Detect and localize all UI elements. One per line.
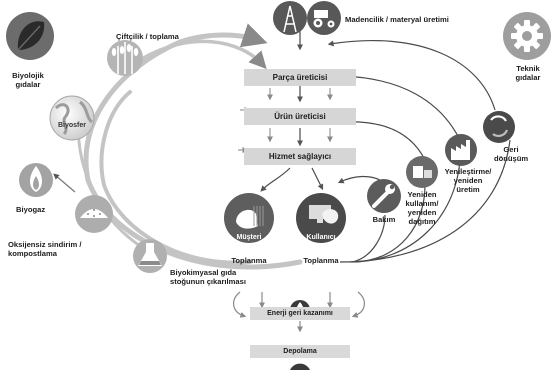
boxes-icon — [406, 156, 438, 188]
biochemical-label: Biyokimyasal gıda stoğunun çıkarılması — [170, 268, 246, 286]
compost-icon — [75, 195, 113, 233]
flame-icon — [19, 163, 53, 197]
product-manufacturer-box: Ürün üreticisi — [244, 108, 356, 125]
technical-nutrients-label: Teknik gıdalar — [515, 64, 541, 82]
globe-icon — [49, 95, 95, 141]
reuse-label: Yeniden kullanım/ yeniden dağıtım — [405, 190, 439, 226]
maintenance-label: Bakım — [372, 215, 396, 224]
service-provider-box: Hizmet sağlayıcı — [244, 148, 356, 165]
leaf-icon — [6, 12, 54, 60]
gear-icon — [503, 12, 551, 60]
energy-arrows — [233, 291, 365, 333]
consumer-label: Müşteri — [236, 234, 262, 241]
biosphere-label: Biyosfer — [57, 122, 86, 129]
bottom-disc — [290, 363, 310, 370]
oil-rig-icon — [273, 1, 307, 35]
flask-icon — [133, 239, 167, 273]
collection-right-label: Toplanma — [303, 256, 339, 265]
energy-recovery-box: Enerji geri kazanımı — [250, 307, 350, 320]
refurbish-label: Yenileştirme/ yeniden üretim — [444, 167, 492, 194]
wrench-icon — [367, 179, 401, 213]
collection-left-label: Toplanma — [231, 256, 267, 265]
recycling-label: Geri dönüşüm — [494, 145, 529, 163]
user-label: Kullanıcı — [306, 234, 336, 241]
anaerobic-label: Oksijensiz sindirim / kompostlama — [8, 240, 82, 258]
factory-icon — [445, 134, 477, 166]
farming-label: Çiftçilik / toplama — [116, 32, 179, 41]
biological-nutrients-label: Biyolojik gıdalar — [12, 71, 44, 89]
landfill-box: Depolama — [250, 345, 350, 358]
biogas-arrow — [53, 173, 76, 193]
biogas-label: Biyogaz — [16, 205, 46, 214]
technical-loops — [260, 30, 511, 263]
user-icon — [296, 193, 346, 243]
parts-manufacturer-box: Parça üreticisi — [244, 69, 356, 86]
wheat-icon — [107, 40, 143, 76]
mining-label: Madencilik / materyal üretimi — [345, 15, 449, 24]
tractor-icon — [307, 1, 341, 35]
recycle-icon — [483, 111, 515, 143]
consumer-icon — [224, 193, 274, 243]
